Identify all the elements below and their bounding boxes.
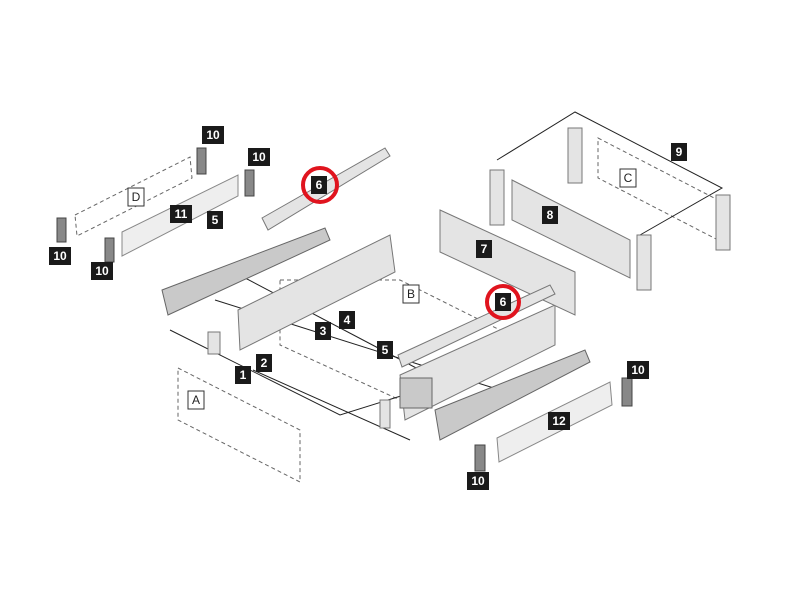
svg-text:5: 5 [382, 343, 389, 357]
clip-10 [474, 444, 486, 472]
callout-10: 10 [202, 126, 224, 144]
back-connector [636, 234, 652, 291]
svg-text:11: 11 [175, 207, 188, 221]
callout-10: 10 [627, 361, 649, 379]
svg-text:8: 8 [547, 208, 554, 222]
left-runner [161, 227, 331, 316]
svg-text:4: 4 [344, 313, 351, 327]
callout-1: 1 [235, 366, 251, 384]
front-panel-outline-d [74, 156, 193, 237]
callout-3: 3 [315, 322, 331, 340]
callout-9: 9 [671, 143, 687, 161]
back-assembly-frame [496, 111, 724, 236]
svg-text:1: 1 [240, 368, 247, 382]
clip-10 [56, 217, 67, 243]
svg-text:10: 10 [252, 150, 266, 164]
callout-7: 7 [476, 240, 492, 258]
back-connector [715, 194, 731, 251]
callout-4: 4 [339, 311, 355, 329]
svg-text:D: D [132, 190, 141, 204]
clip-10 [196, 147, 207, 175]
svg-text:5: 5 [212, 213, 219, 227]
callout-5: 5 [207, 211, 223, 229]
clip-10 [104, 237, 115, 263]
callout-12: 12 [548, 412, 570, 430]
svg-text:A: A [192, 393, 200, 407]
back-connector [567, 127, 583, 184]
highlight-circle [485, 284, 521, 320]
callout-8: 8 [542, 206, 558, 224]
svg-text:7: 7 [481, 242, 488, 256]
front-bracket [399, 377, 433, 409]
callout-10: 10 [49, 247, 71, 265]
callout-10: 10 [467, 472, 489, 490]
svg-text:B: B [407, 287, 415, 301]
clip-10 [244, 169, 255, 197]
svg-text:3: 3 [320, 324, 327, 338]
callout-5: 5 [377, 341, 393, 359]
svg-text:2: 2 [261, 356, 268, 370]
callout-10: 10 [248, 148, 270, 166]
highlight-circle [301, 166, 339, 204]
callout-b: B [402, 284, 420, 304]
svg-text:12: 12 [552, 414, 566, 428]
callout-c: C [619, 168, 637, 188]
svg-text:6: 6 [316, 178, 323, 192]
svg-text:C: C [624, 171, 633, 185]
callout-11: 11 [170, 205, 192, 223]
svg-text:6: 6 [500, 295, 507, 309]
svg-text:10: 10 [53, 249, 67, 263]
callout-10: 10 [91, 262, 113, 280]
front-panel-outline-a [177, 367, 301, 483]
left-side-wall [237, 234, 396, 351]
callout-d: D [127, 187, 145, 207]
front-fitting [207, 331, 221, 355]
svg-text:10: 10 [95, 264, 109, 278]
back-panel-8 [511, 179, 631, 279]
back-connector [489, 169, 505, 226]
svg-text:9: 9 [676, 145, 683, 159]
clip-10 [621, 377, 633, 407]
callout-6-highlighted: 6 [301, 166, 339, 204]
svg-text:10: 10 [631, 363, 645, 377]
right-runner [434, 349, 591, 441]
callout-6-highlighted: 6 [485, 284, 521, 320]
callout-2: 2 [256, 354, 272, 372]
callout-a: A [187, 390, 205, 410]
front-fitting [379, 399, 391, 429]
svg-text:10: 10 [471, 474, 485, 488]
svg-text:10: 10 [206, 128, 220, 142]
